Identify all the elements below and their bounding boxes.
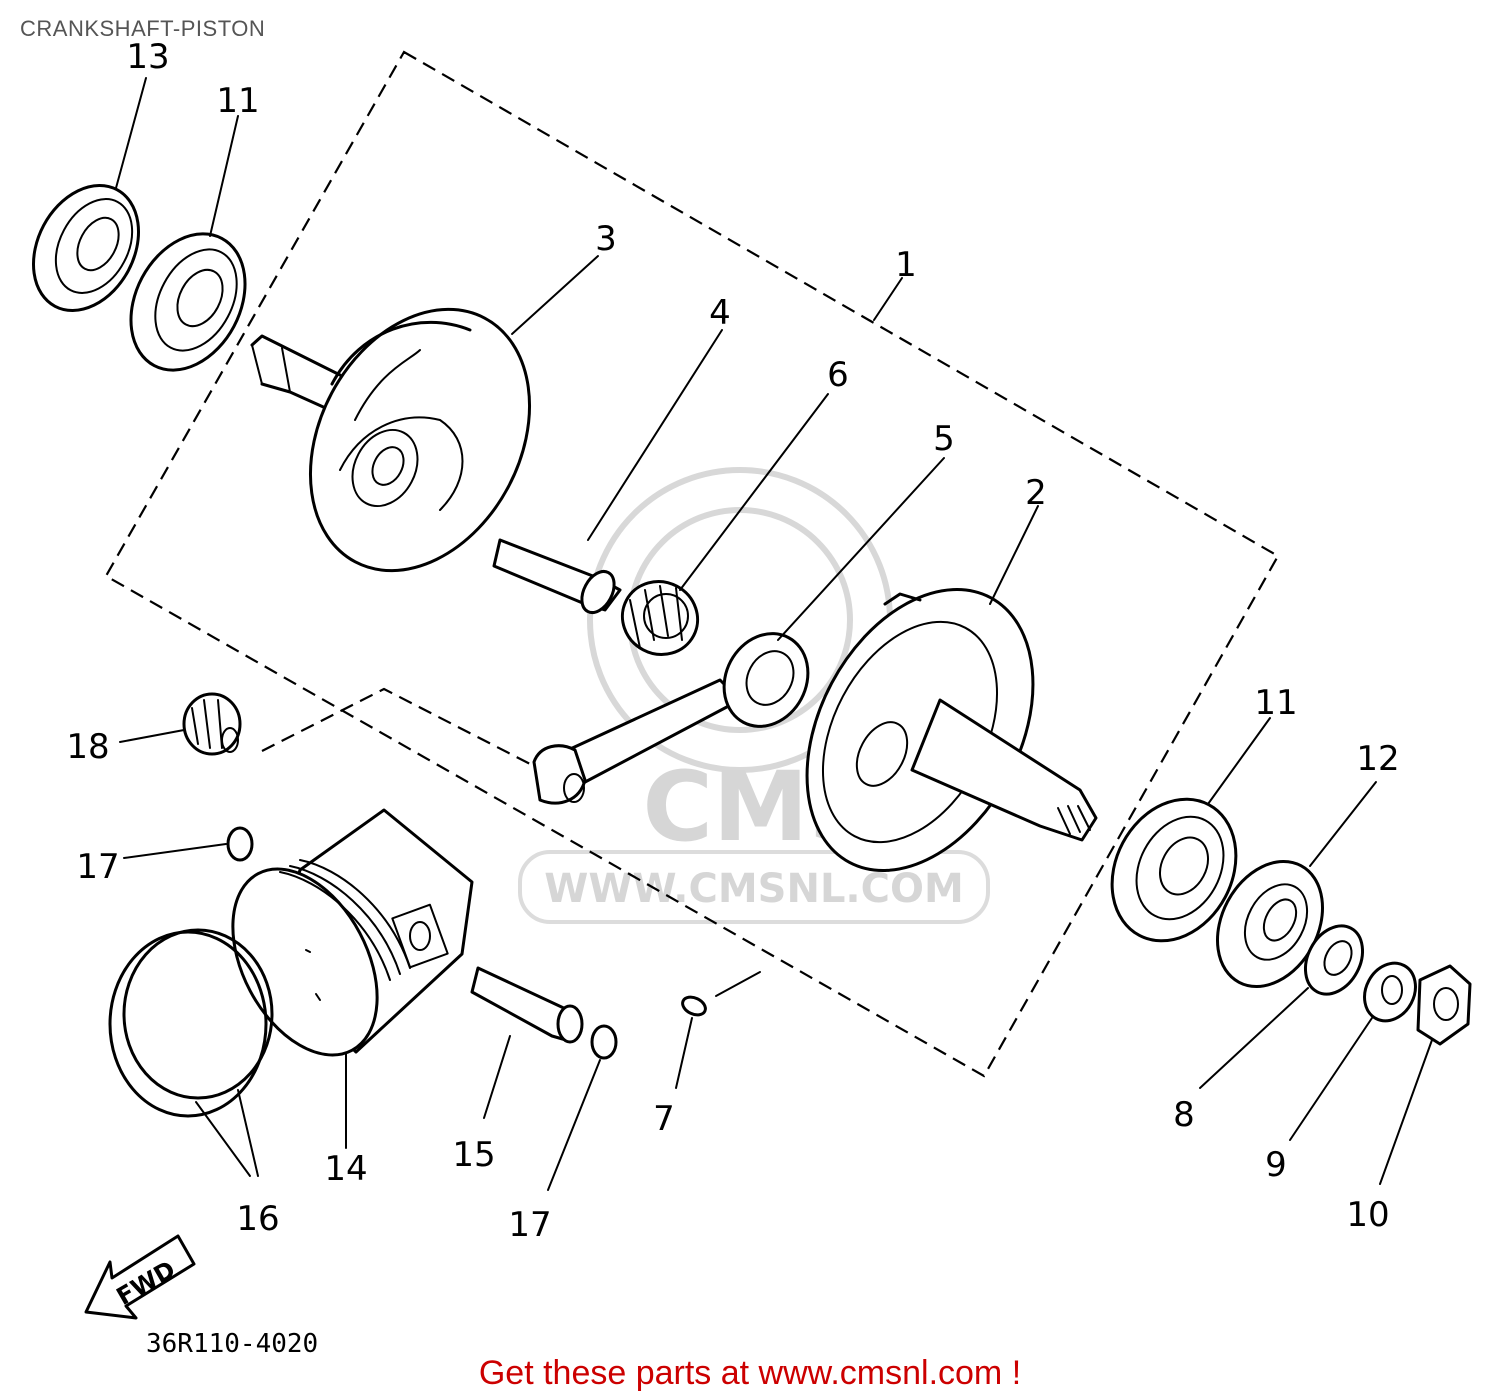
label-part-17-right: 17 — [508, 1205, 551, 1245]
washer-8 — [1303, 924, 1365, 996]
lock-washer-9 — [1363, 961, 1417, 1023]
watermark-url: WWW.CMSNL.COM — [544, 866, 964, 912]
label-part-7: 7 — [653, 1099, 675, 1139]
fwd-label: FWD — [112, 1255, 180, 1311]
crankshaft-assembly-boundary — [104, 50, 1280, 1078]
label-part-13: 13 — [126, 37, 169, 77]
label-part-9: 9 — [1265, 1145, 1287, 1185]
nut-10 — [1416, 964, 1472, 1046]
label-part-2: 2 — [1025, 473, 1047, 513]
piston-rings-16 — [108, 928, 274, 1118]
bearing-18 — [182, 692, 242, 756]
label-part-3: 3 — [595, 219, 617, 259]
connecting-rod-5 — [532, 632, 810, 805]
label-part-17-left: 17 — [76, 847, 119, 887]
forward-direction-arrow: FWD — [84, 1234, 196, 1320]
watermark-url-box — [518, 850, 990, 924]
crank-pin-4 — [492, 538, 622, 615]
label-part-12: 12 — [1356, 739, 1399, 779]
bearing-11-right — [1110, 797, 1238, 943]
piston-pin-15 — [470, 966, 584, 1044]
crank-half-2 — [805, 587, 1098, 873]
label-part-5: 5 — [933, 419, 955, 459]
piston-pin-clip-17-left — [226, 826, 254, 862]
bearing-18-link-line — [261, 687, 535, 767]
page-title: CRANKSHAFT-PISTON — [20, 16, 266, 41]
part-labels: 1 2 3 4 5 6 7 8 9 10 11 11 12 13 14 15 1… — [66, 37, 1399, 1245]
label-part-4: 4 — [709, 293, 731, 333]
oil-seal-13 — [31, 184, 141, 312]
bearing-11-left — [129, 232, 247, 372]
label-part-10: 10 — [1346, 1195, 1389, 1235]
label-part-11-right: 11 — [1254, 683, 1297, 723]
label-part-15: 15 — [452, 1135, 495, 1175]
piston-14 — [231, 808, 474, 1057]
woodruff-key-7 — [681, 995, 707, 1017]
leader-lines — [115, 77, 1433, 1191]
drawing-code: 36R110-4020 — [146, 1329, 318, 1359]
crank-half-3 — [250, 307, 532, 573]
label-part-11-left: 11 — [216, 81, 259, 121]
label-part-8: 8 — [1173, 1095, 1195, 1135]
needle-bearing-6 — [620, 580, 700, 656]
piston-pin-clip-17-right — [590, 1024, 618, 1060]
label-part-14: 14 — [324, 1149, 367, 1189]
label-part-18: 18 — [66, 727, 109, 767]
label-part-6: 6 — [827, 355, 849, 395]
label-part-16: 16 — [236, 1199, 279, 1239]
label-part-1: 1 — [895, 245, 917, 285]
key-link-line — [715, 971, 761, 997]
get-parts-link[interactable]: Get these parts at www.cmsnl.com ! — [478, 1354, 1022, 1392]
